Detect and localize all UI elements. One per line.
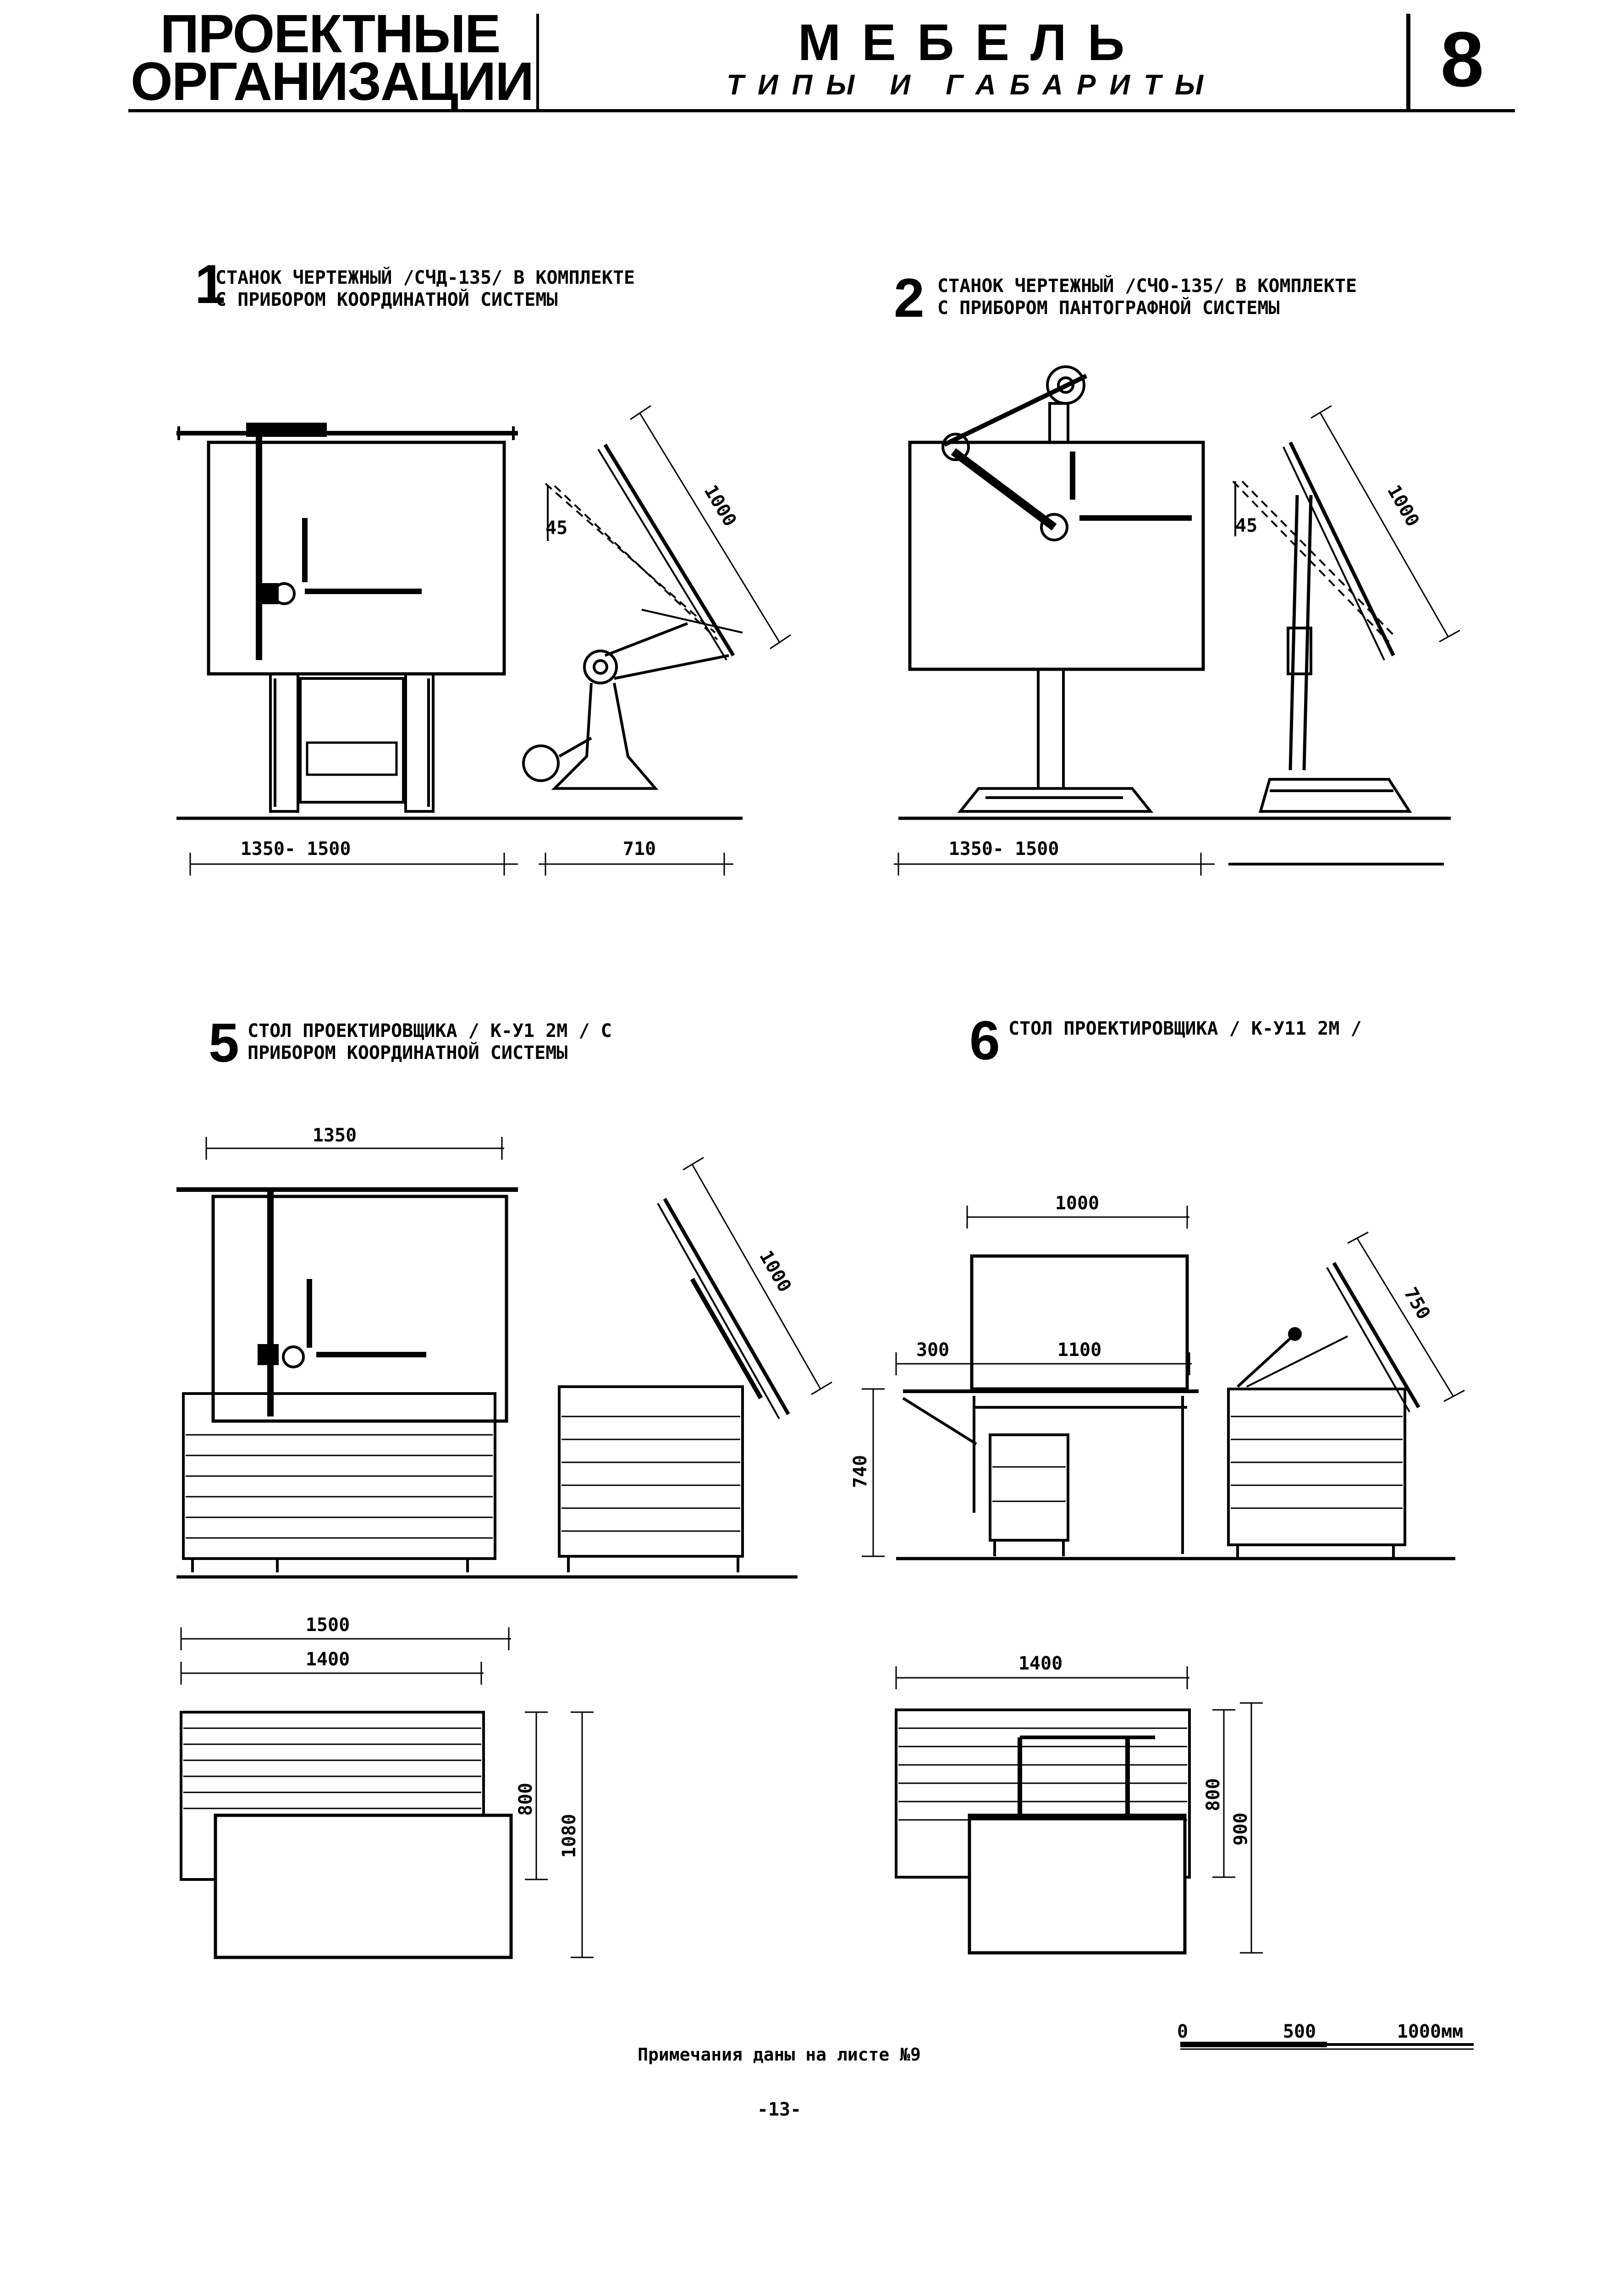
figure-2-angle-label: 45: [1235, 515, 1257, 536]
figure-6-side-view: [1227, 1231, 1465, 1559]
figure-6-plan-width-label: 1400: [1018, 1653, 1062, 1674]
figure-1-caption: СТАНОК ЧЕРТЕЖНЫЙ /СЧД-135/ В КОМПЛЕКТЕ С…: [215, 267, 635, 311]
scale-end-label: 1000мм: [1397, 2021, 1464, 2042]
figure-2-caption: СТАНОК ЧЕРТЕЖНЫЙ /СЧО-135/ В КОМПЛЕКТЕ С…: [937, 275, 1357, 319]
figure-1-width-label: 1350- 1500: [241, 838, 351, 860]
figure-1-side-view: [522, 405, 791, 790]
figure-2-dimensions: [894, 853, 1444, 876]
figure-1-front-view: [176, 423, 518, 813]
figure-1-caption-line1: СТАНОК ЧЕРТЕЖНЫЙ /СЧД-135/ В КОМПЛЕКТЕ: [215, 267, 635, 288]
header-rule: [128, 109, 1515, 112]
figure-6-number: 6: [969, 1010, 1000, 1071]
figure-6-front-view: [862, 1206, 1199, 1557]
figure-6-board-width-label: 1000: [1055, 1193, 1099, 1214]
org-title-line1: ПРОЕКТНЫЕ: [160, 4, 501, 64]
figure-6-plan-view: [895, 1666, 1263, 1955]
page-number: -13-: [757, 2099, 801, 2120]
figure-1-depth-label: 710: [623, 838, 656, 860]
figure-5-top-width-label: 1350: [313, 1125, 357, 1146]
figure-6-height-label: 740: [850, 1455, 871, 1488]
figure-1-angle-label: 45: [545, 518, 567, 539]
figure-2-caption-line2: С ПРИБОРОМ ПАНТОГРАФНОЙ СИСТЕМЫ: [937, 298, 1280, 319]
figure-6-left-ext-label: 300: [916, 1339, 949, 1361]
figure-5-board-label: 1000: [755, 1247, 795, 1295]
scale-zero-label: 0: [1177, 2021, 1188, 2042]
figure-5-plan-inner-label: 1400: [306, 1649, 350, 1670]
figure-5-plan-depth2-label: 1080: [559, 1814, 580, 1858]
figure-5-caption-line2: ПРИБОРОМ КООРДИНАТНОЙ СИСТЕМЫ: [248, 1042, 568, 1064]
figure-5-side-view: [558, 1157, 832, 1572]
footer-note: Примечания даны на листе №9: [638, 2045, 921, 2065]
figure-6-plan-depth1-label: 800: [1203, 1778, 1224, 1811]
sheet-number: 8: [1440, 16, 1484, 103]
figure-2-number: 2: [894, 267, 925, 329]
figure-6-table-width-label: 1100: [1057, 1339, 1101, 1361]
figure-2-board-label: 1000: [1383, 481, 1423, 530]
figure-2-side-view: [1232, 405, 1460, 813]
figure-1-number: 1: [195, 253, 226, 315]
figure-2-width-label: 1350- 1500: [949, 838, 1059, 860]
sheet-title: МЕБЕЛЬ: [798, 14, 1146, 71]
header-divider-right: [1406, 14, 1410, 112]
figure-5-caption: СТОЛ ПРОЕКТИРОВЩИКА / К-У1 2М / С ПРИБОР…: [248, 1020, 612, 1064]
figure-5-plan-depth1-label: 800: [515, 1783, 536, 1816]
figure-5-plan-view: [180, 1627, 594, 1959]
figure-2-front-view: [908, 365, 1205, 813]
sheet-subtitle: ТИПЫ И ГАБАРИТЫ: [727, 69, 1217, 101]
figure-5-front-view: [176, 1137, 518, 1572]
figure-5-caption-line1: СТОЛ ПРОЕКТИРОВЩИКА / К-У1 2М / С: [248, 1020, 612, 1042]
org-title-line2: ОРГАНИЗАЦИИ: [131, 51, 534, 112]
scale-mid-label: 500: [1283, 2021, 1316, 2042]
figure-6-caption: СТОЛ ПРОЕКТИРОВЩИКА / К-У11 2М /: [1008, 1018, 1362, 1040]
figure-1-dimensions: [189, 853, 733, 876]
figure-6-caption-line1: СТОЛ ПРОЕКТИРОВЩИКА / К-У11 2М /: [1008, 1018, 1362, 1039]
figure-6-plan-depth2-label: 900: [1230, 1813, 1251, 1846]
figure-5-number: 5: [209, 1012, 239, 1074]
figure-5-plan-outer-label: 1500: [306, 1615, 350, 1636]
scale-bar: [1180, 2042, 1474, 2050]
header-divider-left: [536, 14, 539, 112]
org-title: ПРОЕКТНЫЕ ОРГАНИЗАЦИИ: [131, 4, 534, 112]
figure-2-caption-line1: СТАНОК ЧЕРТЕЖНЫЙ /СЧО-135/ В КОМПЛЕКТЕ: [937, 276, 1357, 297]
figure-1-caption-line2: С ПРИБОРОМ КООРДИНАТНОЙ СИСТЕМЫ: [215, 289, 558, 310]
